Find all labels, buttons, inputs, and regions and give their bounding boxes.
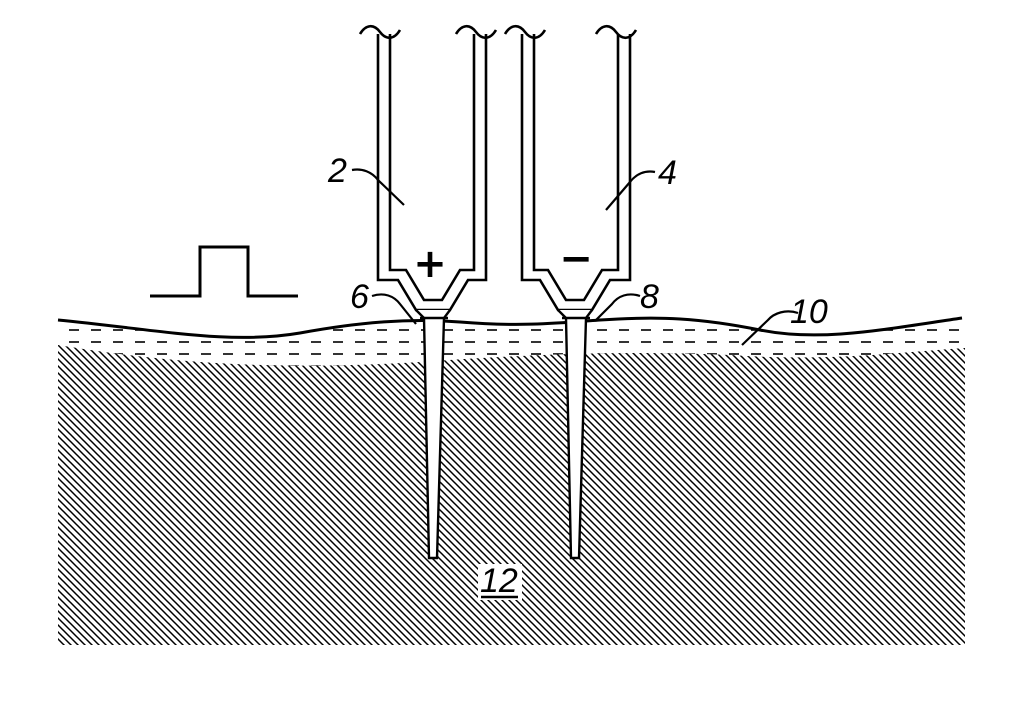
label-tip-positive: 6 xyxy=(350,278,369,316)
electrode-positive-tip xyxy=(415,309,451,560)
pulse-waveform-icon xyxy=(150,245,298,298)
label-substrate: 12 xyxy=(480,562,518,600)
label-electrode-positive: 2 xyxy=(327,152,347,190)
electrode-negative-tip xyxy=(557,309,593,560)
negative-sign: − xyxy=(559,236,593,282)
leader-lines xyxy=(351,168,799,346)
positive-sign: + xyxy=(413,241,447,287)
label-tip-negative: 8 xyxy=(640,278,659,316)
surface-outline xyxy=(57,316,963,339)
label-surface-layer: 10 xyxy=(790,293,828,331)
label-electrode-negative: 4 xyxy=(658,154,677,192)
substrate-label-bg xyxy=(478,564,522,600)
surface-layer xyxy=(58,318,965,366)
substrate-region xyxy=(58,345,965,645)
